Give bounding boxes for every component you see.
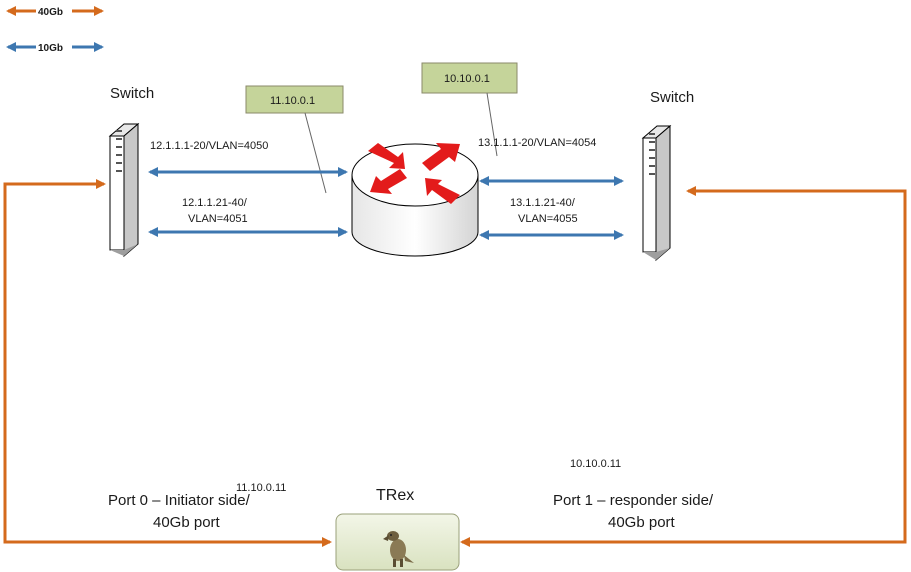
trex: TRex	[335, 487, 460, 571]
port0-label-2: 40Gb port	[153, 514, 221, 531]
legend-10gb-label: 10Gb	[38, 43, 63, 54]
port1-label-1: Port 1 – responder side/	[553, 492, 714, 509]
note-right: 10.10.0.1	[421, 62, 518, 157]
links-40gb	[3, 179, 907, 547]
link-right-top-label: 13.1.1.1-20/VLAN=4054	[478, 137, 596, 149]
note-left-ip: 11.10.0.1	[270, 95, 315, 107]
legend: 40Gb 10Gb	[6, 4, 104, 54]
link-right-bottom-label-2: VLAN=4055	[518, 213, 578, 225]
link-left-bottom-label-1: 12.1.1.21-40/	[182, 197, 248, 209]
switch-right: Switch	[641, 89, 694, 262]
note-right-ip: 10.10.0.1	[444, 73, 490, 85]
dinosaur-icon	[383, 531, 414, 567]
link-left-bottom-label-2: VLAN=4051	[188, 213, 248, 225]
legend-40gb-label: 40Gb	[38, 7, 63, 18]
trex-port1-ip: 10.10.0.11	[570, 458, 621, 470]
router	[351, 143, 479, 257]
link-right-bottom-label-1: 13.1.1.21-40/	[510, 197, 576, 209]
switch-left: Switch	[108, 85, 154, 258]
switch-right-title: Switch	[650, 89, 694, 106]
router-arrows-icon	[368, 143, 460, 204]
switch-left-icon	[108, 122, 140, 258]
switch-right-icon	[641, 124, 672, 262]
link-port0	[3, 179, 332, 547]
link-port1	[460, 186, 907, 547]
switch-left-title: Switch	[110, 85, 154, 102]
port1-label-2: 40Gb port	[608, 514, 676, 531]
link-left-top-label: 12.1.1.1-20/VLAN=4050	[150, 140, 268, 152]
trex-title: TRex	[376, 487, 414, 504]
trex-port0-ip: 11.10.0.11	[236, 482, 286, 494]
port0-label-1: Port 0 – Initiator side/	[108, 492, 251, 509]
